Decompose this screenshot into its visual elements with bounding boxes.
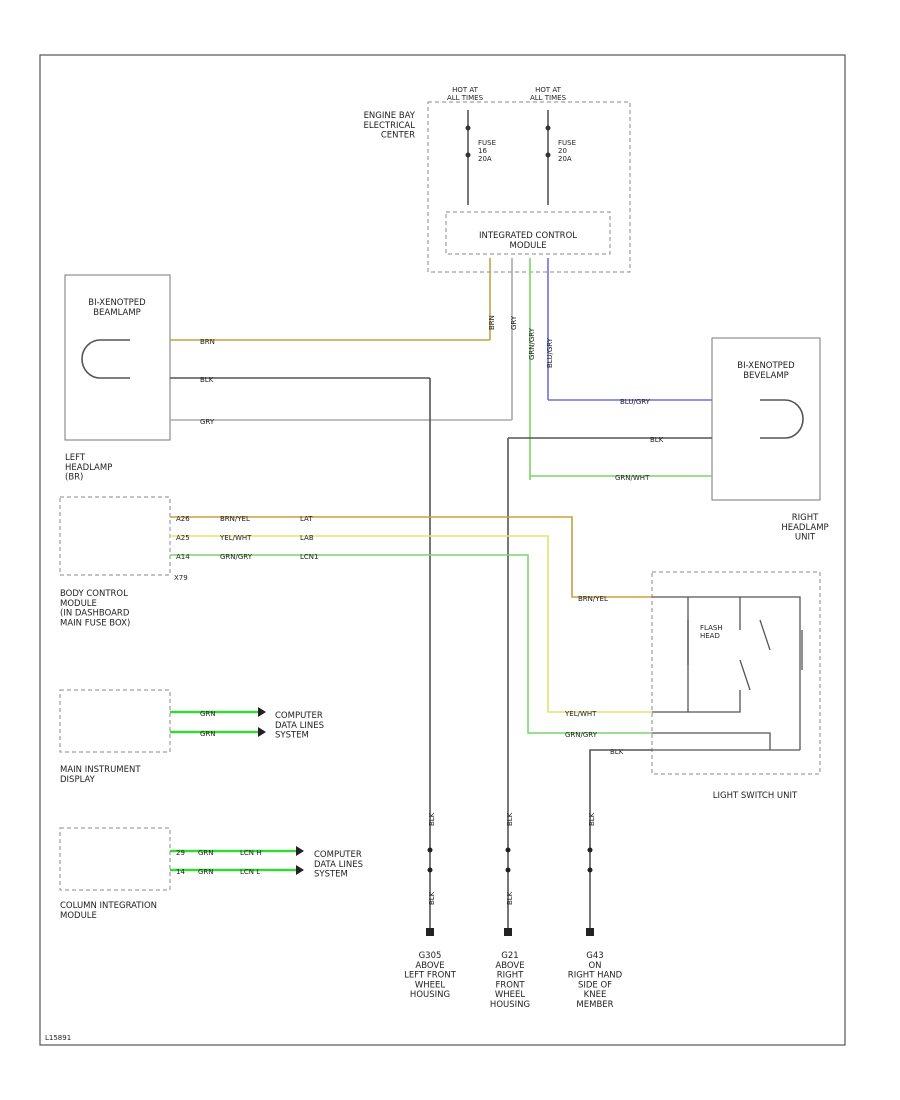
ls-wire-2: YEL/WHT: [564, 710, 597, 718]
bcm-sig-3: LCN1: [300, 553, 318, 561]
mid-box: [59, 689, 171, 753]
wire-label-v1: BRN: [488, 315, 496, 330]
gnd2-wire-bot: BLK: [506, 891, 514, 905]
gnd3-wire: [589, 749, 652, 935]
right-lamp-symbol: [760, 399, 804, 439]
bcm-wire-2: YEL/WHT: [219, 534, 252, 542]
mid-wire-1: GRN: [200, 710, 216, 718]
col-sig-2: LCN L: [240, 868, 260, 876]
bcm-box: [59, 496, 171, 576]
wire-label-v2: GRY: [510, 315, 518, 330]
l-hl-wire-2: BLK: [200, 376, 214, 384]
col-arrow-2: [296, 865, 304, 875]
col-wire-2: GRN: [198, 868, 214, 876]
ls-wire-1: BRN/YEL: [578, 595, 608, 603]
engine-bay-box: [427, 101, 631, 273]
bcm-sig-1: LAT: [300, 515, 313, 523]
light-switch-box: [651, 571, 821, 775]
fuse-b-node-2: [545, 152, 551, 158]
footer-id: L15891: [45, 1034, 71, 1042]
col-wire-1: GRN: [198, 849, 214, 857]
gnd1-wire-bot: BLK: [428, 891, 436, 905]
gnd1-wire-top: BLK: [428, 812, 436, 826]
right-headlamp-box: [711, 337, 821, 501]
col-pin-1: 29: [176, 849, 185, 857]
bcm-wire-3: GRN/GRY: [220, 553, 253, 561]
bcm-pin-2: A25: [176, 534, 190, 542]
col-pin-2: 14: [176, 868, 185, 876]
col-box: [59, 827, 171, 891]
ls-wire-4: BLK: [610, 748, 624, 756]
icm-box: [445, 211, 611, 255]
mid-arrow-2: [258, 727, 266, 737]
l-hl-wire-1: BRN: [200, 338, 215, 346]
mid-arrow-1: [258, 707, 266, 717]
bcm-pin-3: A14: [176, 553, 190, 561]
wire-label-v4: BLU/GRY: [546, 337, 554, 368]
r-hl-wire-2: BLK: [650, 436, 664, 444]
left-headlamp-box: [64, 274, 171, 441]
fuse-b-node: [545, 125, 551, 131]
bcm-conn: X79: [174, 574, 188, 582]
light-switch-label: LIGHT SWITCH UNIT: [713, 791, 798, 801]
r-hl-wire-3: GRN/WHT: [615, 474, 650, 482]
icm-pins: [489, 258, 549, 480]
bcm-sig-2: LAB: [300, 534, 314, 542]
col-arrow-1: [296, 846, 304, 856]
diagram-frame: [39, 54, 846, 1046]
wire-label-v3: GRN/GRY: [528, 327, 536, 360]
gnd3-wire-top: BLK: [588, 812, 596, 826]
r-hl-wire-1: BLU/GRY: [620, 398, 651, 406]
bcm-pin-1: A26: [176, 515, 190, 523]
fuse-a-node: [465, 125, 471, 131]
left-lamp-symbol: [81, 339, 130, 379]
l-hl-wire-3: GRY: [200, 418, 215, 426]
mid-wire-2: GRN: [200, 730, 216, 738]
ls-wire-3: GRN/GRY: [565, 731, 598, 739]
ground-nodes: [426, 847, 594, 936]
col-sig-1: LCN H: [240, 849, 262, 857]
light-switch-internal: [652, 596, 803, 751]
fuse-a-node-2: [465, 152, 471, 158]
bcm-wire-1: BRN/YEL: [220, 515, 250, 523]
gnd2-wire-top: BLK: [506, 812, 514, 826]
